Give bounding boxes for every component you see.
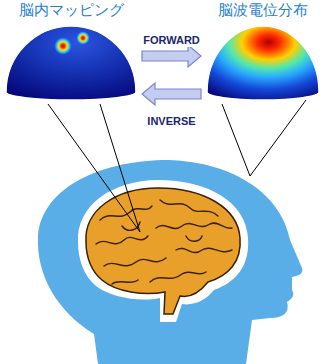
block-arrow [142,45,201,67]
dome-fill [6,26,136,100]
block-arrow [142,83,201,105]
dome-fill [207,26,319,100]
dome-outline [207,26,319,100]
map-title: 脳波電位分布 [203,0,323,19]
arrow-label: FORWARD [142,34,201,47]
brain-halo [78,180,248,322]
dome-outline [6,26,136,100]
head-silhouette [38,160,303,364]
brain-folds [96,200,232,284]
hemisphere-map: 脳内マッピング [2,0,140,104]
brain [86,188,240,314]
hemisphere-map: 脳波電位分布 [203,0,323,104]
activity-spot [76,31,90,45]
activity-spot [54,37,72,55]
map-title: 脳内マッピング [2,0,140,19]
arrow-label: INVERSE [146,115,196,128]
callout-lines [48,100,306,232]
